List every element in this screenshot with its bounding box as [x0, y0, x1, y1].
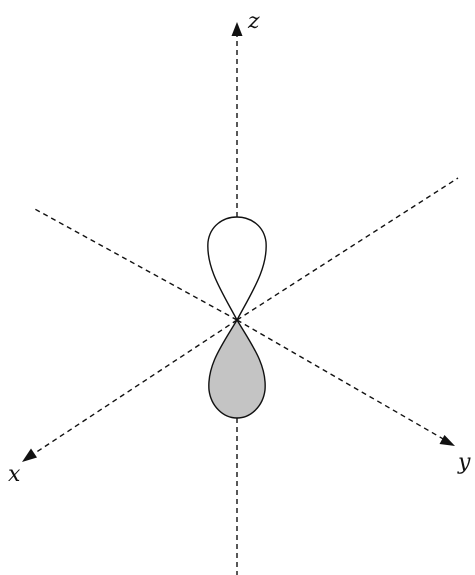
lower-lobe [209, 320, 265, 418]
x-axis-arrow-icon [22, 449, 37, 463]
x-axis-label: x [8, 462, 21, 487]
p-orbital [208, 217, 266, 418]
upper-lobe [208, 217, 266, 320]
x-axis: x [8, 320, 237, 487]
z-axis-label: z [247, 9, 260, 34]
y-axis-label: y [457, 450, 471, 475]
x-axis-back-extension [33, 208, 237, 320]
x-axis-line [32, 320, 237, 455]
z-axis-arrow-icon [232, 22, 243, 36]
y-axis-line [237, 320, 445, 440]
y-axis: y [237, 320, 471, 475]
y-axis-back-extension [237, 178, 458, 320]
y-axis-arrow-icon [440, 435, 456, 446]
